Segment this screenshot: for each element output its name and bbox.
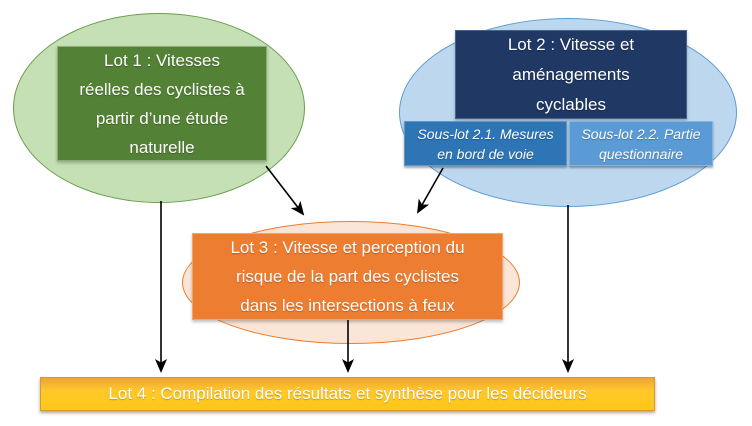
lot2-box: Lot 2 : Vitesse et aménagements cyclable… bbox=[455, 30, 687, 119]
lot2-label: Lot 2 : Vitesse et aménagements cyclable… bbox=[507, 34, 635, 114]
lot1-label: Lot 1 : Vitesses réelles des cyclistes à… bbox=[79, 50, 245, 157]
sublot21-box: Sous-lot 2.1. Mesures en bord de voie bbox=[404, 121, 567, 166]
sublot21-label: Sous-lot 2.1. Mesures en bord de voie bbox=[417, 125, 554, 162]
lot4-label: Lot 4 : Compilation des résultats et syn… bbox=[108, 384, 587, 403]
arrow-lot1-to-lot3 bbox=[265, 165, 305, 216]
sublot22-box: Sous-lot 2.2. Partie questionnaire bbox=[569, 121, 713, 166]
lot3-label: Lot 3 : Vitesse et perception du risque … bbox=[230, 238, 465, 315]
lot4-box: Lot 4 : Compilation des résultats et syn… bbox=[40, 377, 655, 411]
lot3-box: Lot 3 : Vitesse et perception du risque … bbox=[192, 233, 503, 320]
sublot22-label: Sous-lot 2.2. Partie questionnaire bbox=[581, 125, 701, 162]
arrow-sublot21-to-lot3 bbox=[417, 167, 444, 214]
lot1-box: Lot 1 : Vitesses réelles des cyclistes à… bbox=[57, 46, 267, 161]
